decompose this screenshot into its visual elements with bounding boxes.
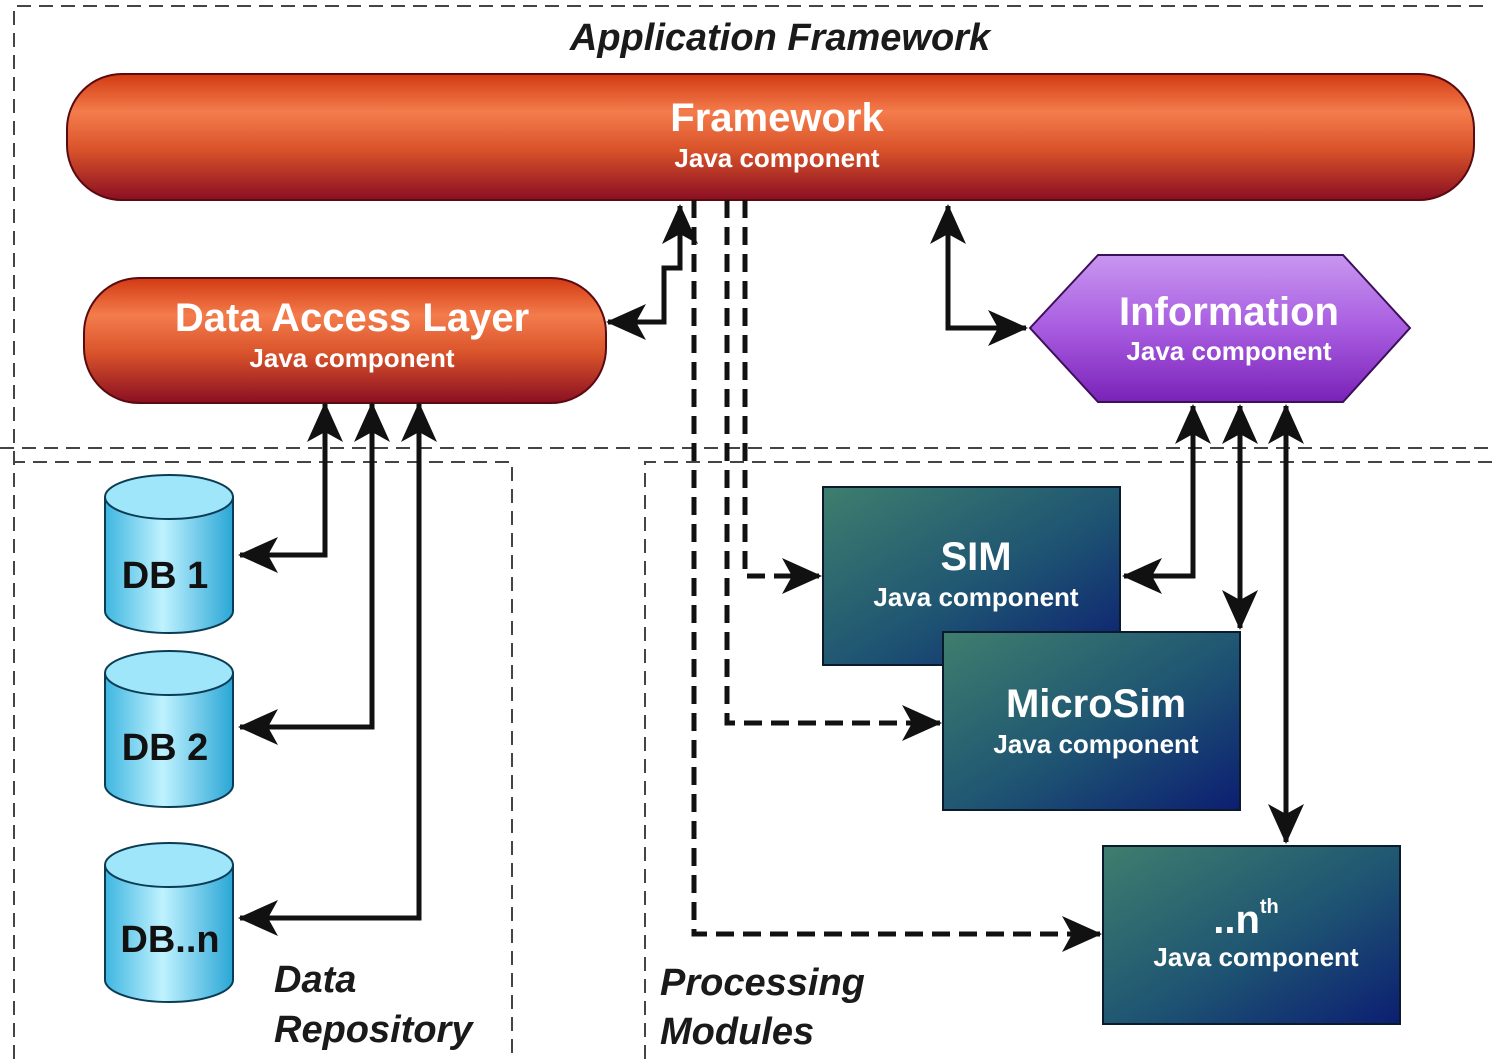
framework-nth-dashed-connector xyxy=(691,200,1102,952)
nth-subtitle: Java component xyxy=(1153,942,1359,972)
data-repository-label-line2: Repository xyxy=(274,1009,474,1051)
database-dbn: DB..n xyxy=(104,842,234,1003)
data-access-layer-node: Data Access Layer Java component xyxy=(83,277,607,404)
information-subtitle: Java component xyxy=(1126,336,1332,366)
framework-subtitle: Java component xyxy=(674,143,880,173)
microsim-title: MicroSim xyxy=(1006,682,1186,726)
db2-label: DB 2 xyxy=(122,727,209,769)
framework-information-connector xyxy=(930,204,1028,346)
nth-superscript: th xyxy=(1260,896,1279,918)
database-db1: DB 1 xyxy=(104,474,234,634)
application-framework-border xyxy=(13,5,1490,1059)
dal-dbn-connector xyxy=(238,402,437,936)
sim-subtitle: Java component xyxy=(873,582,1079,612)
nth-title: ..nth xyxy=(1213,896,1279,942)
processing-modules-border xyxy=(644,461,1493,1059)
dal-db1-connector xyxy=(238,402,343,573)
processing-modules-label-line1: Processing xyxy=(660,962,865,1004)
processing-modules-label-line2: Modules xyxy=(660,1011,814,1053)
sim-title: SIM xyxy=(940,535,1011,579)
framework-title: Framework xyxy=(670,96,884,140)
information-node: Information Java component xyxy=(1028,254,1412,403)
database-db2: DB 2 xyxy=(104,650,234,808)
data-repository-label-line1: Data xyxy=(274,959,356,1001)
information-sim-connector xyxy=(1122,404,1211,594)
microsim-node: MicroSim Java component xyxy=(942,631,1241,811)
dbn-label: DB..n xyxy=(120,919,219,961)
nth-node: ..nth Java component xyxy=(1102,845,1401,1025)
dal-framework-connector xyxy=(606,204,698,340)
data-access-layer-title: Data Access Layer xyxy=(175,296,529,340)
microsim-subtitle: Java component xyxy=(993,729,1199,759)
framework-node: Framework Java component xyxy=(66,73,1475,201)
db1-label: DB 1 xyxy=(122,555,209,597)
framework-sim-dashed-connector xyxy=(742,200,822,594)
data-access-layer-subtitle: Java component xyxy=(249,343,455,373)
data-repository-border xyxy=(13,461,513,1059)
nth-title-main: ..n xyxy=(1213,898,1260,942)
application-framework-title: Application Framework xyxy=(569,17,992,59)
information-title: Information xyxy=(1119,290,1339,334)
dal-db2-connector xyxy=(238,402,390,745)
framework-microsim-dashed-connector xyxy=(724,200,942,741)
